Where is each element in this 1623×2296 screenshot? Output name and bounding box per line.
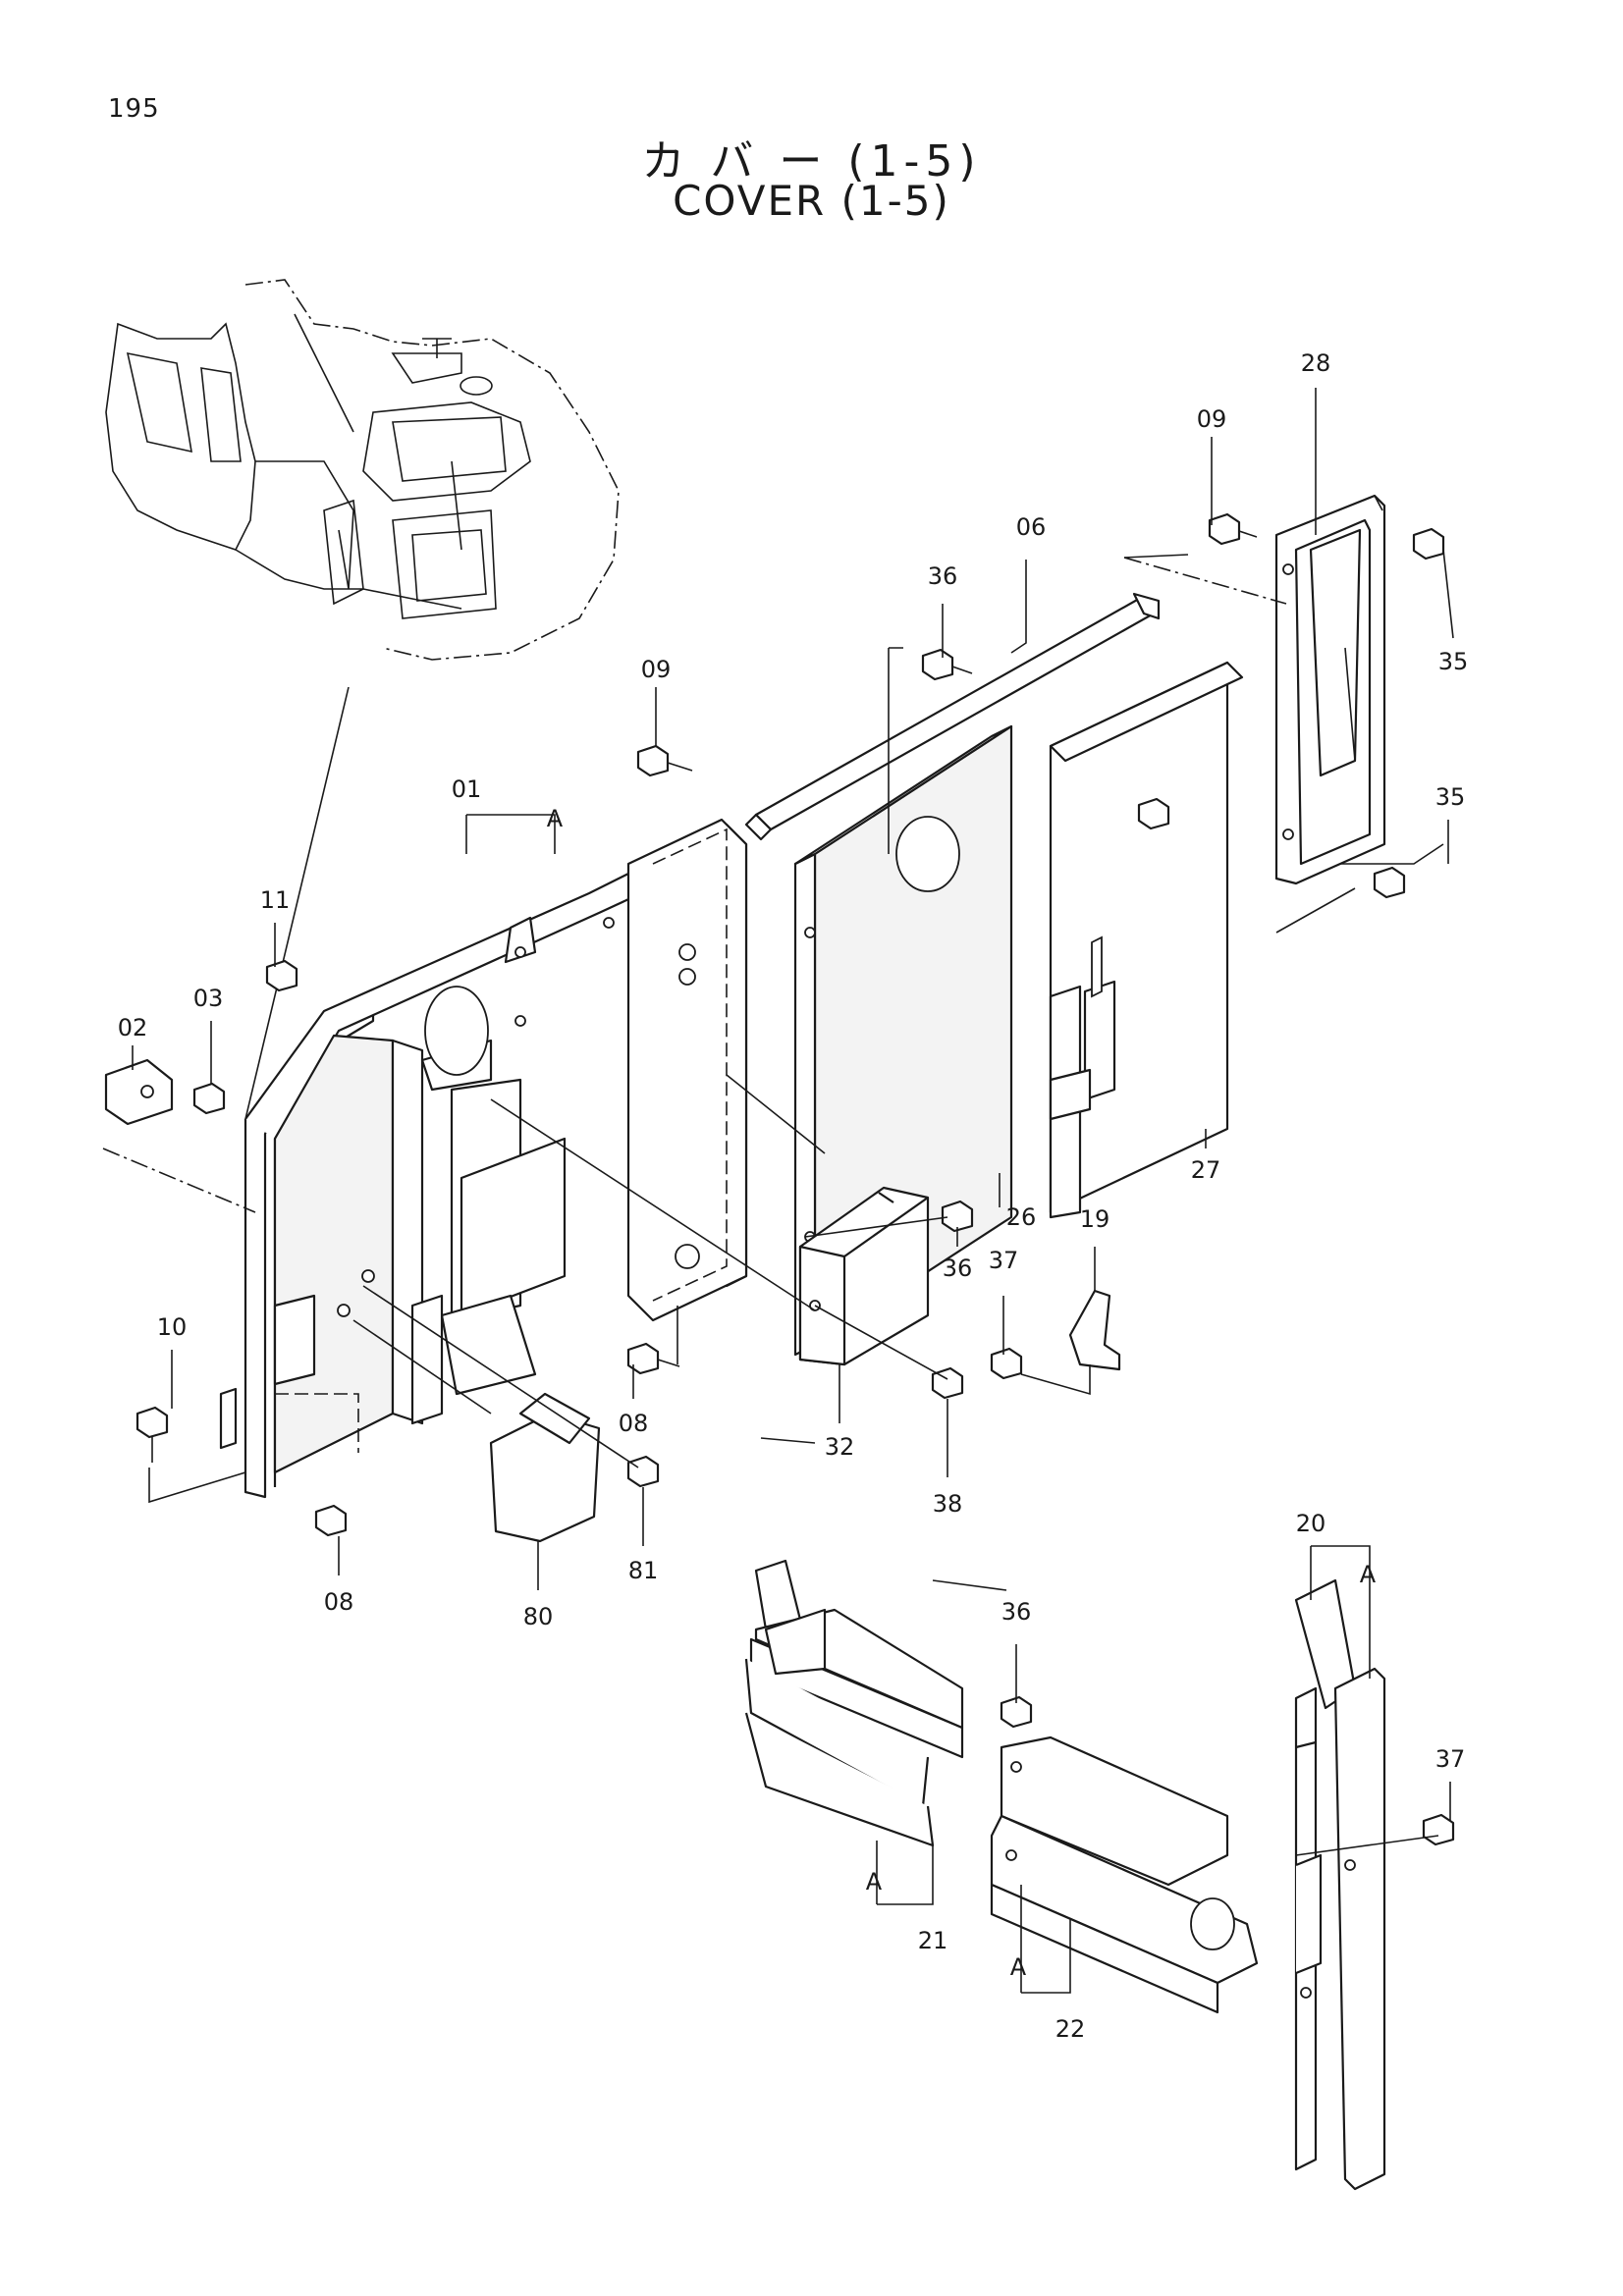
callout-19: 19 xyxy=(1080,1205,1110,1233)
part-21-cover xyxy=(744,1559,964,1847)
callout-81: 81 xyxy=(628,1557,659,1584)
callout-ref-a-1: A xyxy=(547,805,564,832)
callout-01: 01 xyxy=(452,775,482,803)
callout-28: 28 xyxy=(1301,349,1331,377)
callout-08-middle: 08 xyxy=(619,1410,649,1437)
callout-35-top: 35 xyxy=(1438,648,1469,675)
callout-08-bottom: 08 xyxy=(324,1588,354,1616)
callout-11: 11 xyxy=(260,886,291,914)
callout-labels: 01 A 02 03 11 09 36 06 09 28 35 35 27 26… xyxy=(118,349,1469,2043)
callout-26: 26 xyxy=(1006,1203,1037,1231)
part-32-box xyxy=(798,1186,930,1366)
callout-leaders xyxy=(132,388,1454,1994)
callout-37-bottom: 37 xyxy=(1435,1745,1466,1773)
part-01-frame xyxy=(219,686,748,1499)
page-number: 195 xyxy=(108,94,160,124)
part-80-cover xyxy=(489,1392,601,1543)
callout-35-bottom: 35 xyxy=(1435,783,1466,811)
part-19-latch xyxy=(1068,1289,1121,1371)
part-22-cover xyxy=(990,1735,1259,2014)
page-title-japanese: カ バ ー (1-5) xyxy=(641,136,982,187)
part-27-panel xyxy=(1049,661,1244,1219)
page-title-english: COVER (1-5) xyxy=(673,177,950,225)
callout-20: 20 xyxy=(1296,1510,1326,1537)
excavator-overview-inset xyxy=(105,279,620,661)
callout-32: 32 xyxy=(825,1433,855,1461)
part-02-bracket xyxy=(104,1058,174,1126)
callout-38: 38 xyxy=(933,1490,963,1518)
callout-21: 21 xyxy=(918,1927,948,1954)
callout-ref-a-2: A xyxy=(1360,1561,1377,1588)
explode-lines xyxy=(102,554,1444,1856)
callout-37-middle: 37 xyxy=(989,1247,1019,1274)
callout-36-top: 36 xyxy=(928,562,958,590)
callout-80: 80 xyxy=(523,1603,554,1630)
part-20-bracket xyxy=(1294,1578,1386,2191)
callout-ref-a-3: A xyxy=(866,1868,883,1896)
part-28-bracket xyxy=(1274,494,1386,885)
callout-09-left: 09 xyxy=(641,656,672,683)
callout-36-middle: 36 xyxy=(943,1255,973,1282)
callout-22: 22 xyxy=(1055,2015,1086,2043)
callout-27: 27 xyxy=(1191,1156,1221,1184)
callout-03: 03 xyxy=(193,985,224,1012)
bolts xyxy=(135,512,1455,1846)
callout-09-right: 09 xyxy=(1197,405,1227,433)
callout-02: 02 xyxy=(118,1014,148,1041)
callout-36-bottom: 36 xyxy=(1001,1598,1032,1626)
callout-06: 06 xyxy=(1016,513,1047,541)
part-06-strip xyxy=(744,592,1161,841)
callout-10: 10 xyxy=(157,1313,188,1341)
callout-ref-a-4: A xyxy=(1010,1953,1027,1981)
